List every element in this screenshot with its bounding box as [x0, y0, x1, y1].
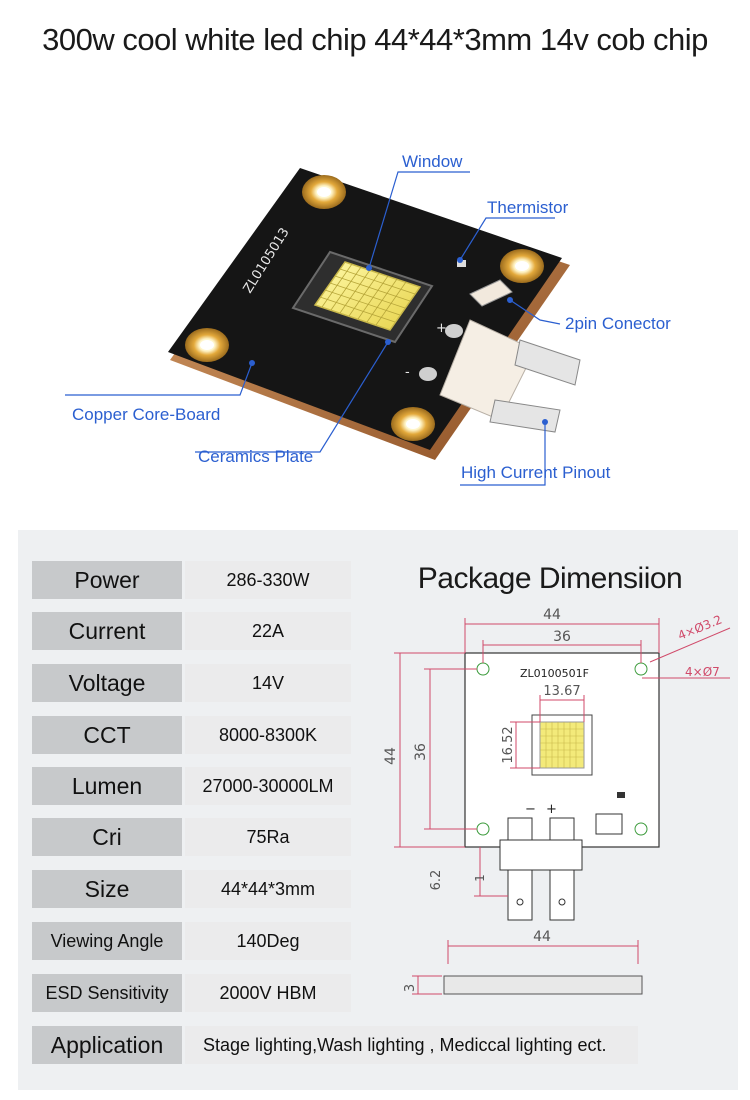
terminal-body [499, 839, 583, 871]
dim-3-side: 3 [403, 984, 418, 992]
callout-copper-core: Copper Core-Board [72, 405, 221, 424]
dim-44-side: 44 [533, 929, 551, 945]
spec-label: Lumen [32, 767, 182, 805]
spec-label: Viewing Angle [32, 922, 182, 960]
spec-value: 2000V HBM [185, 974, 351, 1012]
package-title: Package Dimensiion [417, 562, 683, 595]
dim-1: 1 [473, 874, 487, 882]
dim-36-left: 36 [413, 743, 429, 761]
drawing-plus: + [546, 802, 557, 817]
callout-thermistor: Thermistor [487, 198, 569, 217]
spec-value: Stage lighting,Wash lighting , Mediccal … [185, 1026, 638, 1064]
polarity-minus: - [405, 365, 410, 380]
dim-16-52: 16.52 [501, 726, 516, 763]
spec-label: CCT [32, 716, 182, 754]
spec-value: 27000-30000LM [185, 767, 351, 805]
dim-6-2: 6.2 [429, 870, 444, 891]
side-profile [443, 975, 643, 995]
dim-44-left: 44 [383, 747, 399, 765]
dim-36-top: 36 [553, 629, 571, 645]
terminal-blade [514, 339, 581, 386]
spec-label: Power [32, 561, 182, 599]
callout-pinout: High Current Pinout [461, 463, 611, 482]
spec-label: Cri [32, 818, 182, 856]
product-illustration: ZL0105013 + - Window Thermistor 2pin Con… [0, 80, 750, 520]
spec-value: 286-330W [185, 561, 351, 599]
spec-label: Voltage [32, 664, 182, 702]
thermistor [457, 260, 466, 267]
drawing-minus: − [525, 802, 536, 817]
2pin-connector [469, 279, 513, 307]
callout-window: Window [402, 152, 463, 171]
spec-label: Application [32, 1026, 182, 1064]
cob-chip-illustration: ZL0105013 + - [65, 168, 581, 486]
callout-ceramics: Ceramics Plate [198, 447, 314, 466]
terminal-blade [489, 399, 561, 433]
dim-hole: 4×Ø3.2 [676, 612, 724, 642]
spec-label: Size [32, 870, 182, 908]
spec-label: ESD Sensitivity [32, 974, 182, 1012]
page-title: 300w cool white led chip 44*44*3mm 14v c… [42, 22, 708, 57]
package-dimension-drawing: ZL0100501F − + 44 36 13.67 4×Ø3.2 4×Ø7 4… [383, 607, 731, 995]
dim-44-top: 44 [543, 607, 561, 623]
dim-13-67: 13.67 [543, 684, 580, 699]
spec-value: 22A [185, 612, 351, 650]
drawing-marking: ZL0100501F [520, 667, 589, 680]
dim-hole2: 4×Ø7 [685, 665, 720, 679]
spec-value: 140Deg [185, 922, 351, 960]
spec-value: 8000-8300K [185, 716, 351, 754]
polarity-plus: + [436, 321, 447, 336]
led-area [539, 721, 585, 769]
spec-value: 75Ra [185, 818, 351, 856]
spec-label: Current [32, 612, 182, 650]
spec-value: 44*44*3mm [185, 870, 351, 908]
spec-value: 14V [185, 664, 351, 702]
callout-connector: 2pin Conector [565, 314, 671, 333]
